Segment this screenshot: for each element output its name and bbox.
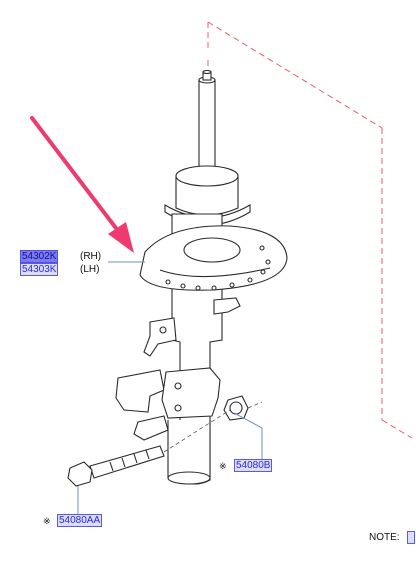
right-bracket <box>213 297 241 315</box>
part-54303k-label[interactable]: 54303K <box>20 263 59 276</box>
side-rh-label: (RH) <box>80 251 102 262</box>
nut-54080b <box>223 395 249 421</box>
bolt-54080aa <box>67 445 165 487</box>
part-54080b-label[interactable]: 54080B <box>234 459 273 472</box>
note-part-box[interactable] <box>407 531 415 544</box>
clamp-bracket <box>115 369 165 413</box>
left-bracket <box>143 317 177 357</box>
note-star-icon: ※ <box>219 461 227 471</box>
side-lh-label: (LH) <box>80 264 100 275</box>
part-54080aa-label[interactable]: 54080AA <box>57 514 103 527</box>
piston-rod <box>198 79 216 176</box>
seat-holes <box>165 245 271 291</box>
axis-lines <box>163 401 263 453</box>
note-label: NOTE: <box>369 532 400 543</box>
pointer-arrow-icon <box>30 116 134 253</box>
part-54302k-label[interactable]: 54302K <box>20 250 59 263</box>
note-star-icon: ※ <box>43 516 51 526</box>
strut-assembly-drawing <box>115 69 288 485</box>
